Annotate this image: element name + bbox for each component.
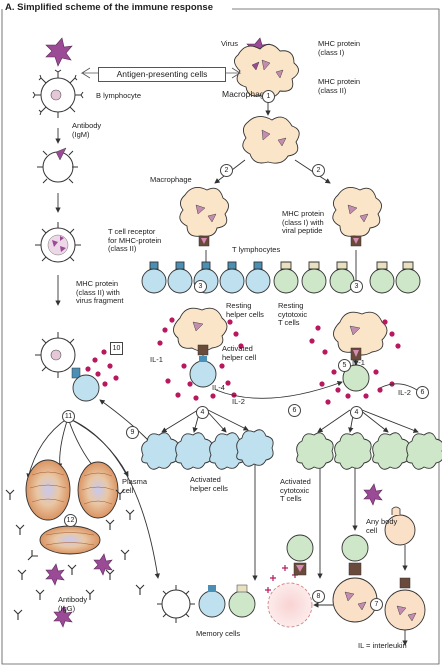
any-body-cell-label: Any body cell [366, 517, 398, 535]
il4-label: IL-4 [212, 383, 225, 392]
step-number-8: 8 [312, 590, 325, 603]
antibody-igm-label: Antibody (IgM) [72, 121, 102, 139]
step-number-4-left: 4 [196, 406, 209, 419]
memory-helper-cell [198, 585, 226, 618]
resting-cytotoxic-label: Resting cytotoxic T cells [278, 301, 308, 327]
macrophage-top-label: Macrophage [222, 89, 270, 99]
frame [1, 8, 440, 665]
macrophage-ingesting [242, 116, 300, 164]
il1-right-label: IL-1 [352, 358, 365, 367]
macrophage-top [234, 44, 299, 98]
macrophage-left-mid [179, 186, 229, 247]
memory-cytotoxic-cell [228, 584, 256, 618]
resting-helper-cells [141, 261, 271, 294]
activated-helper-cells-label: Activated helper cells [190, 475, 228, 493]
activated-helper-cell-label: Activated helper cell [222, 344, 257, 362]
step-number-4-right: 4 [350, 406, 363, 419]
step-number-3-left: 3 [194, 280, 207, 293]
tcr-label: T cell receptor for MHC-protein (class I… [108, 227, 162, 253]
step-number-6-left: 6 [288, 404, 301, 417]
macrophage-presenting-helper [173, 307, 228, 356]
plasma-cells [25, 459, 119, 555]
step-number-7: 7 [370, 598, 383, 611]
step-number-1: 1 [262, 90, 275, 103]
plasma-cell-label: Plasma cell [122, 477, 148, 495]
mhc-class1-label: MHC protein (class I) [318, 39, 361, 57]
macrophage-mid-label: Macrophage [150, 175, 192, 184]
antibodies-igg [5, 489, 145, 620]
diagram-title: A. Simplified scheme of the immune respo… [5, 2, 217, 13]
b-lymphocyte-label: B lymphocyte [96, 91, 142, 100]
infected-cell-target [332, 534, 378, 623]
step-number-6-right: 6 [416, 386, 429, 399]
step-number-3-right: 3 [350, 280, 363, 293]
step-number-5: 5 [338, 359, 351, 372]
virus-particle-left [45, 37, 73, 67]
apc-pointers [80, 67, 242, 79]
antibody-igg-label: Antibody (IgG) [58, 595, 88, 613]
b-cell-igm [37, 147, 78, 184]
virus-particles-bottom [45, 553, 113, 628]
il2-left-label: IL-2 [232, 397, 245, 406]
apc-label: Antigen-presenting cells [98, 67, 226, 82]
macrophage-presenting-cytotoxic [333, 311, 388, 361]
t-lymphocytes-label: T lymphocytes [232, 245, 281, 254]
step6-links [215, 381, 421, 399]
interleukin-legend: IL = interleukin [358, 641, 407, 650]
mhc-fragment-label: MHC protein (class II) with virus fragme… [76, 279, 124, 305]
resting-cytotoxic-cells [273, 261, 421, 294]
il1-left-label: IL-1 [150, 355, 163, 364]
activated-cytotoxic-label: Activated cytotoxic T cells [280, 477, 311, 503]
any-body-cell [363, 483, 416, 546]
memory-b-cell [157, 585, 195, 623]
mhc-viral-peptide-label: MHC protein (class I) with viral peptide [282, 209, 325, 235]
step-number-2-right: 2 [312, 164, 325, 177]
b-cell-with-fragments [35, 222, 81, 263]
target-cell-dead [265, 565, 313, 628]
step9-arrow [99, 399, 149, 441]
step-number-12: 12 [64, 514, 77, 527]
activated-cytotoxic-arrows [317, 409, 419, 433]
infected-body-cell [384, 577, 426, 631]
activated-helper-cell [189, 356, 217, 388]
activated-cytotoxic-cells-row [296, 432, 442, 470]
il2-right-label: IL-2 [398, 388, 411, 397]
resting-helper-label: Resting helper cells [226, 301, 264, 319]
step-number-11: 11 [62, 410, 75, 423]
step-number-10: 10 [110, 342, 123, 355]
virus-label: Virus [221, 39, 238, 48]
activated-helper-cells-row [141, 429, 274, 470]
killer-t-cell-attack [286, 534, 314, 576]
b-cell-activation [35, 332, 100, 402]
step-number-9: 9 [126, 426, 139, 439]
b-lymphocyte-cell [32, 69, 84, 118]
activated-cytotoxic-cell [342, 364, 370, 392]
mhc-class2-label: MHC protein (class II) [318, 77, 361, 95]
memory-cells-label: Memory cells [196, 629, 241, 638]
step-number-2-left: 2 [220, 164, 233, 177]
macrophage-right-mid [332, 186, 382, 247]
